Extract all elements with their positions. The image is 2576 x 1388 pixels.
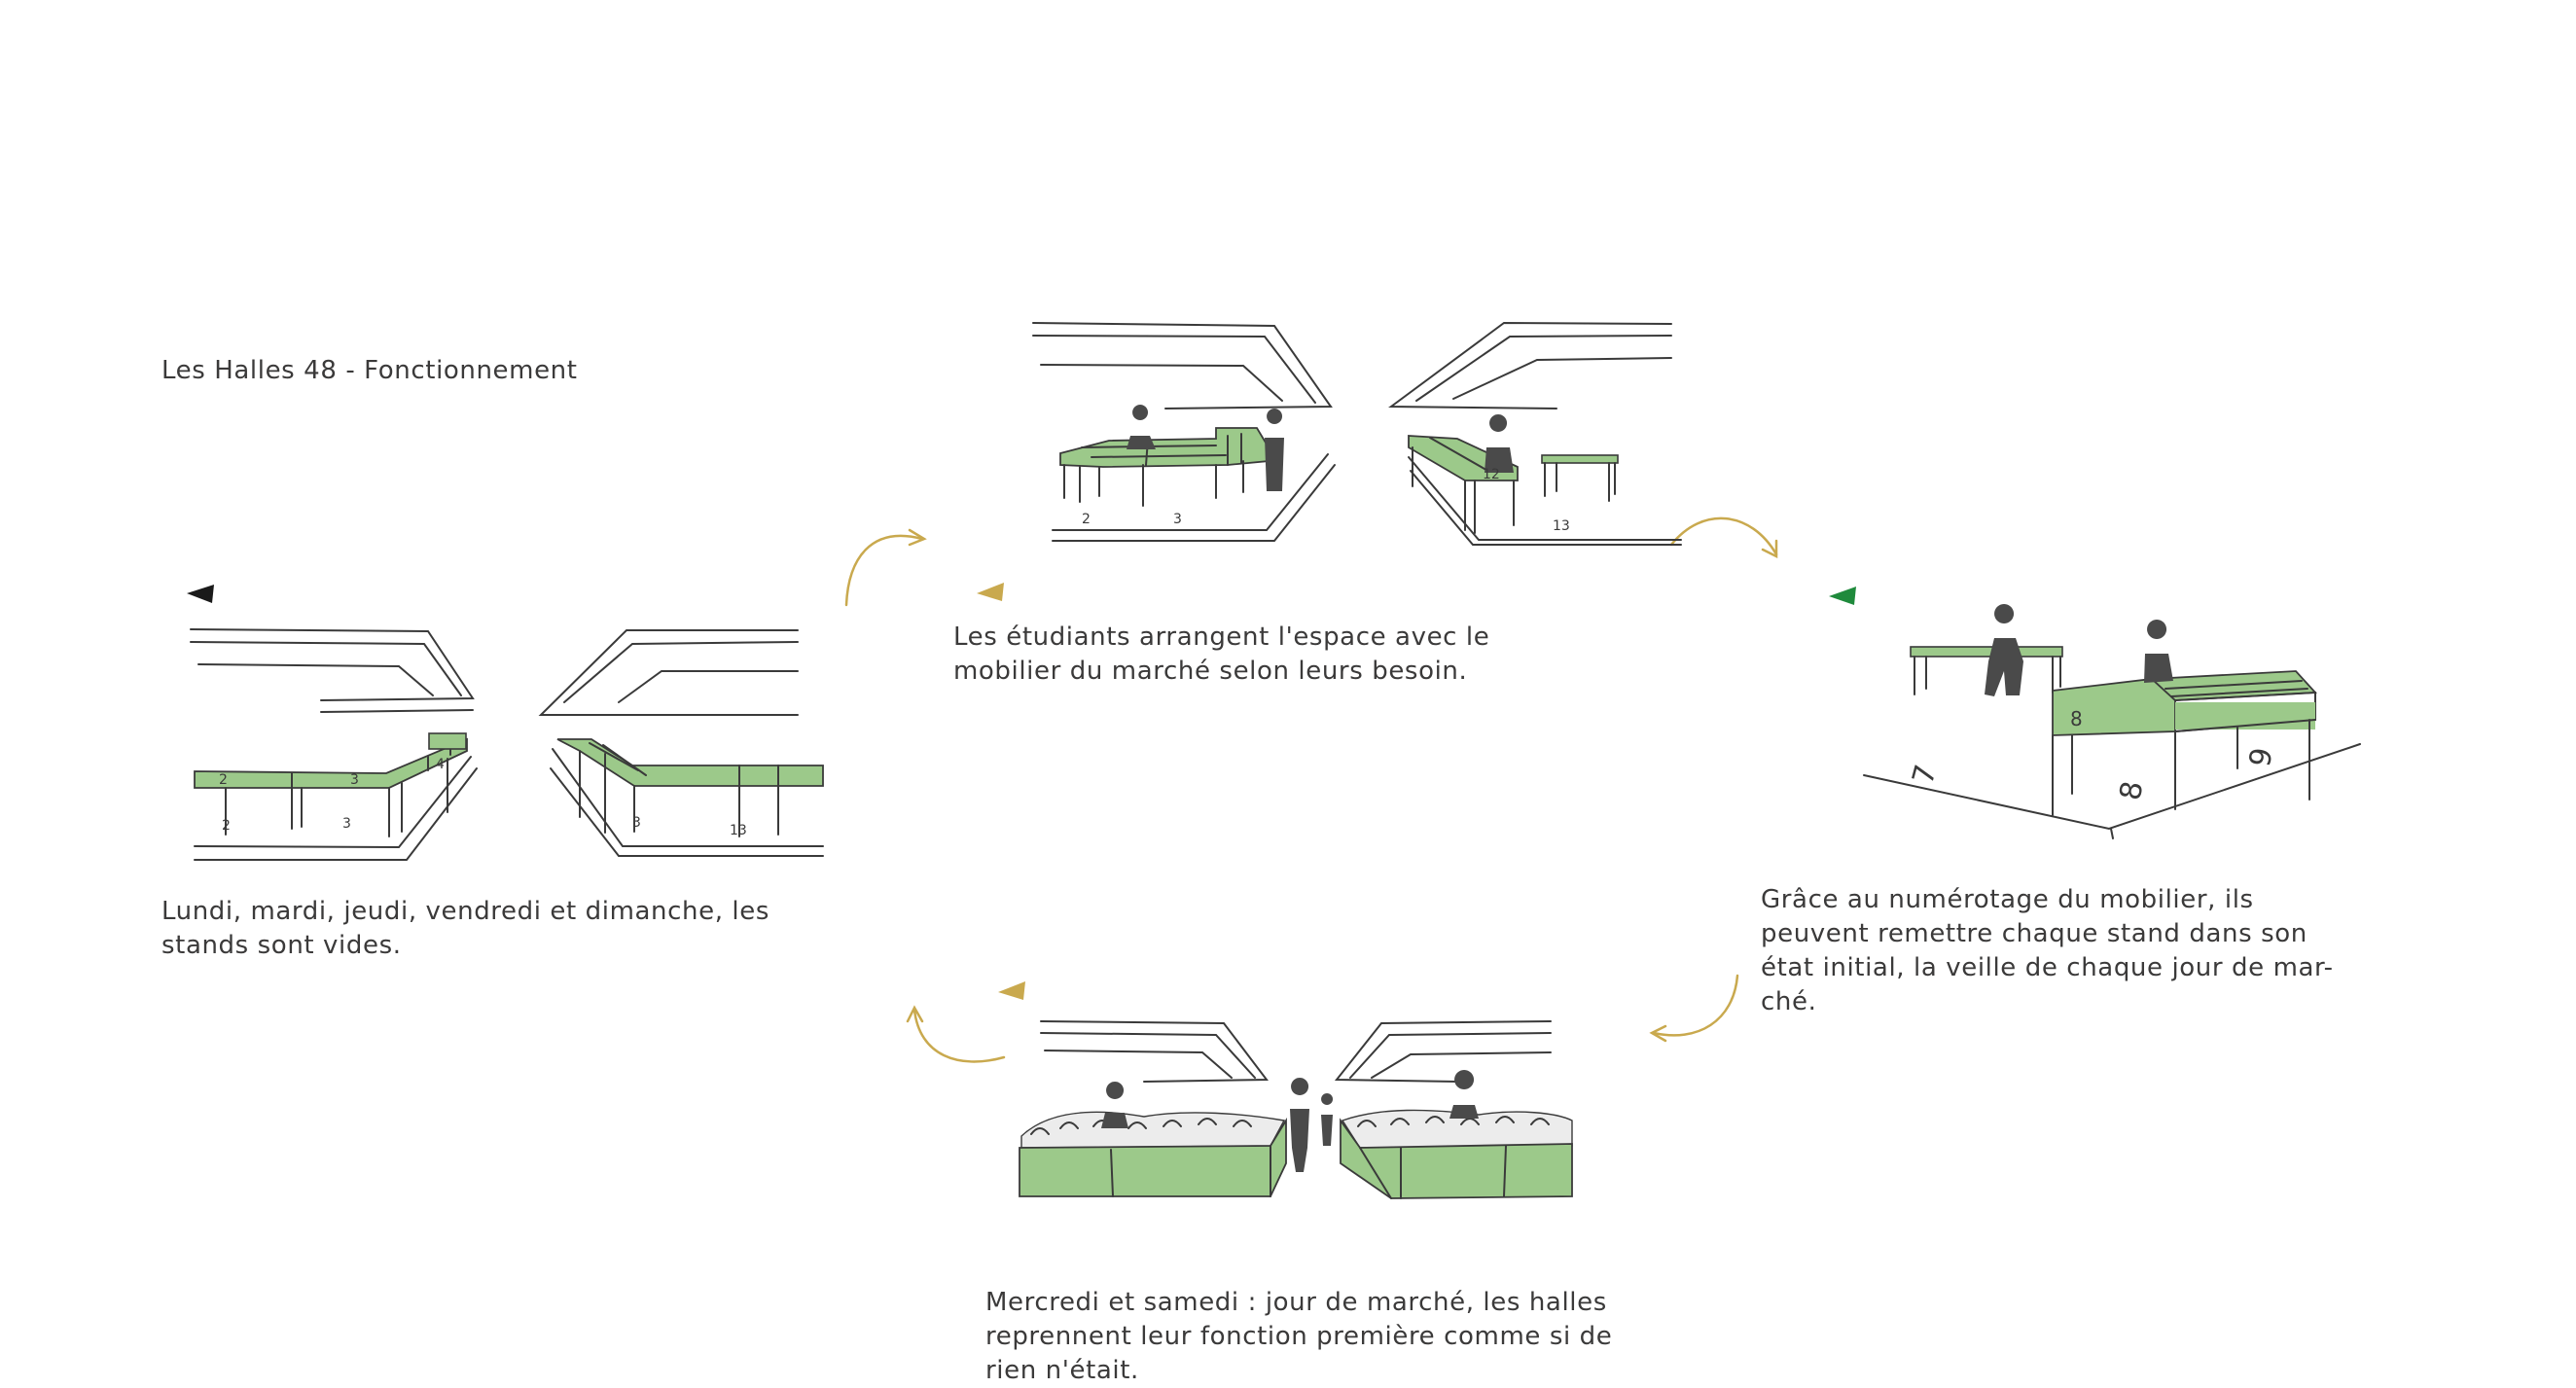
marker-triangle-gold-top xyxy=(977,583,1004,601)
person-figure xyxy=(1127,405,1156,449)
stand-number-label: 7 xyxy=(1906,762,1944,789)
stand-number-label: 2 xyxy=(222,818,231,834)
person-figure xyxy=(1101,1082,1128,1128)
stand-number-label: 3 xyxy=(350,772,359,788)
person-figure xyxy=(1485,414,1514,473)
arrow-arrange-to-numbering xyxy=(1671,518,1776,554)
stand-number-label: 8 xyxy=(2114,778,2151,802)
marker-triangle-green xyxy=(1829,587,1856,605)
arrow-empty-to-arrange xyxy=(846,536,922,605)
stand-number-label: 3 xyxy=(1173,512,1182,527)
stand-number-label: 12 xyxy=(1483,467,1500,482)
stand-number-label: 2 xyxy=(219,772,228,788)
person-figure xyxy=(2144,620,2173,683)
stand-number-label: 3 xyxy=(342,816,351,832)
sketch-students-arrange xyxy=(1033,323,1681,545)
sketch-numbering xyxy=(1864,647,2360,838)
person-figure xyxy=(1265,409,1284,491)
cycle-arrows xyxy=(846,518,1776,1062)
marker-triangle-gold-bottom xyxy=(998,981,1025,1000)
stand-number-label: 2 xyxy=(1082,512,1091,527)
sketch-empty-stands xyxy=(191,629,823,860)
stand-number-label: 8 xyxy=(2070,707,2083,730)
person-figure xyxy=(1449,1070,1479,1119)
stand-number-label: 13 xyxy=(1553,518,1570,534)
arrow-market-to-empty xyxy=(914,1010,1004,1061)
person-figure xyxy=(1321,1093,1333,1146)
person-figure xyxy=(1290,1078,1309,1172)
stand-number-label: 9 xyxy=(2243,745,2280,769)
stand-number-label: 4 xyxy=(436,757,445,772)
sketch-numbering-figures xyxy=(1985,604,2173,696)
marker-triangle-black xyxy=(187,585,214,603)
stand-number-label: 13 xyxy=(730,823,747,838)
stand-number-label: 3 xyxy=(632,815,641,831)
